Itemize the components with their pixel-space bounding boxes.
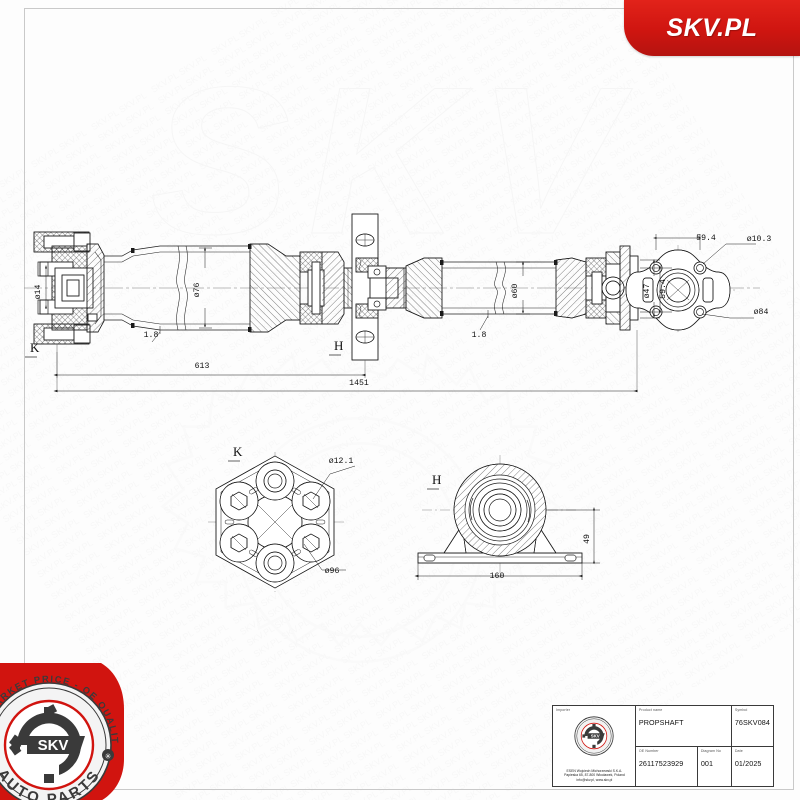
diagram-no-cell: Diagram No 001	[698, 746, 732, 786]
dim-wall-rear: 1.8	[472, 331, 487, 340]
dim-rear-flange-dia: ø47	[643, 284, 652, 299]
skv-pl-banner: SKV.PL	[624, 0, 800, 56]
rear-universal-joint	[555, 245, 639, 331]
product-name-cell: Product name PROPSHAFT	[636, 706, 732, 746]
date-caption: Date	[734, 748, 743, 753]
marker-k-main: K	[30, 340, 40, 355]
dim-tube-rear-dia: ø60	[511, 284, 520, 299]
product-name-caption: Product name	[638, 708, 663, 712]
marker-k-detail: K	[233, 444, 243, 459]
badge-center-text: SKV	[38, 737, 69, 754]
dim-flange-height: 59.4	[659, 279, 668, 299]
importer-logo-text: SKV	[591, 734, 600, 739]
symbol-value: 76SKV084	[734, 718, 770, 727]
dim-wall-front: 1.8	[144, 331, 159, 340]
detail-view-k	[208, 452, 356, 592]
importer-logo-icon: SKV	[574, 716, 615, 756]
product-name-value: PROPSHAFT	[638, 718, 684, 727]
dim-tube-front-dia: ø76	[193, 283, 202, 298]
dim-length-total: 1451	[349, 379, 369, 388]
importer-caption: Importer	[556, 708, 571, 712]
main-assembly-view	[24, 213, 760, 361]
oe-number-value: 26117523929	[638, 758, 684, 768]
diagram-no-caption: Diagram No	[700, 748, 722, 753]
date-cell: Date 01/2025	[732, 747, 773, 787]
dim-length-front: 613	[195, 362, 210, 371]
dim-flange-outer: ø84	[754, 308, 769, 317]
section-marker-underlines	[25, 354, 341, 358]
importer-address: ESEN Wojciech Michorzewski S.K.A.Papiesk…	[564, 768, 625, 783]
center-bearing-support	[351, 213, 399, 361]
dim-bearing-width: 160	[490, 572, 505, 581]
symbol-caption: Symbol	[734, 708, 748, 712]
dim-flange-width: 59.4	[696, 234, 716, 243]
dim-flange-bolt-dia: ø14	[34, 285, 43, 300]
diagram-no-value: 001	[700, 758, 714, 768]
marker-h-detail: H	[432, 472, 441, 487]
dim-flange-hole: ø10.3	[747, 235, 772, 244]
dim-disc-hole: ø12.1	[329, 457, 354, 466]
oe-number-caption: OE Number	[638, 748, 659, 753]
badge-gear-icon: SKV	[9, 704, 85, 783]
rear-tube	[385, 257, 558, 319]
dimension-lines-rear-flange	[640, 234, 756, 319]
oe-number-cell: OE Number 26117523929	[636, 746, 698, 786]
date-value: 01/2025	[734, 758, 762, 768]
dimension-lines-main	[45, 247, 660, 393]
detail-view-h	[414, 455, 600, 580]
importer-cell: Importer SKV ESEN Wojciech Michorzewski …	[553, 706, 636, 786]
front-flex-disc	[33, 231, 105, 345]
banner-label: SKV.PL	[666, 13, 758, 42]
info-table: Importer SKV ESEN Wojciech Michorzewski …	[552, 705, 774, 787]
dim-disc-outer: ø96	[325, 567, 340, 576]
marker-h-main: H	[334, 338, 343, 353]
dim-bearing-height: 49	[583, 534, 592, 544]
symbol-cell: Symbol 76SKV084	[732, 706, 773, 746]
skv-auto-parts-badge: AFTERMARKET PRICE - OE QUALITY AUTO PART…	[0, 655, 136, 800]
svg-text:✳: ✳	[105, 752, 112, 761]
